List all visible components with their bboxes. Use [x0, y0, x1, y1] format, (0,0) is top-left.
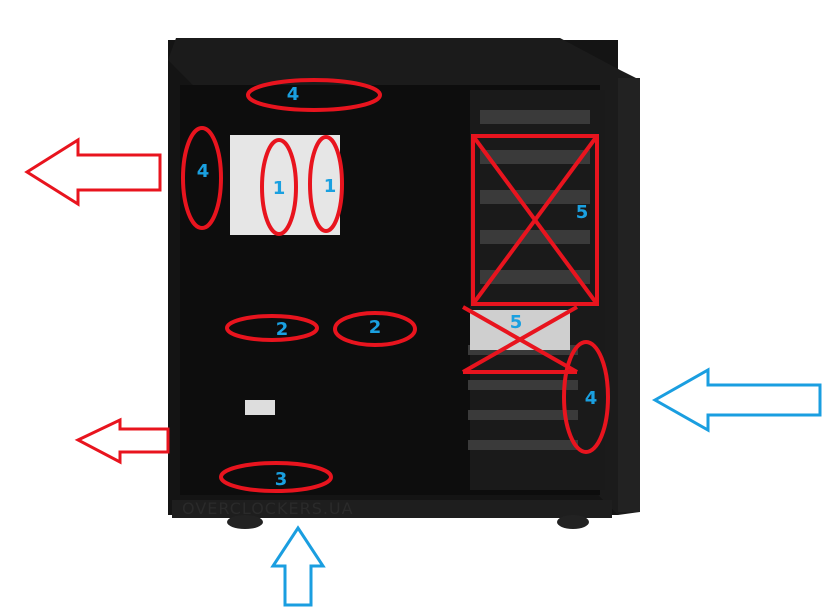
label-rear-fan: 4: [197, 161, 210, 182]
zone-top-fan-ellipse: [246, 78, 382, 112]
drive-cage-lower-cross: [462, 305, 578, 374]
label-cpu-right: 1: [324, 176, 337, 197]
zone-rear-fan-ellipse: [181, 126, 223, 230]
label-front-fan: 4: [585, 388, 598, 409]
label-drive-cage-upper: 5: [576, 202, 589, 223]
pc-case: OVERCLOCKERS.UA: [168, 38, 640, 529]
label-cpu-left: 1: [273, 178, 286, 199]
label-drive-cage-lower: 5: [510, 312, 523, 333]
cpu-cutout: [230, 135, 340, 235]
label-bottom: 3: [275, 469, 288, 490]
label-mid-right: 2: [369, 317, 382, 338]
zone-mid-right-ellipse: [333, 311, 417, 347]
exhaust-arrow-rear-icon: [24, 137, 162, 207]
intake-arrow-front-icon: [651, 367, 822, 433]
intake-arrow-bottom-icon: [270, 525, 326, 607]
label-top-fan: 4: [287, 84, 300, 105]
drive-cage-upper-cross: [471, 134, 599, 306]
zone-cpu-left-ellipse: [260, 138, 298, 236]
watermark: OVERCLOCKERS.UA: [182, 499, 354, 518]
zone-cpu-right-ellipse: [308, 135, 344, 233]
zone-front-fan-ellipse: [562, 340, 610, 454]
annotations: [24, 78, 610, 493]
zone-bottom-ellipse: [219, 461, 333, 493]
exhaust-arrow-bottom-icon: [74, 417, 170, 465]
zone-mid-left-ellipse: [225, 314, 319, 342]
label-mid-left: 2: [276, 319, 289, 340]
